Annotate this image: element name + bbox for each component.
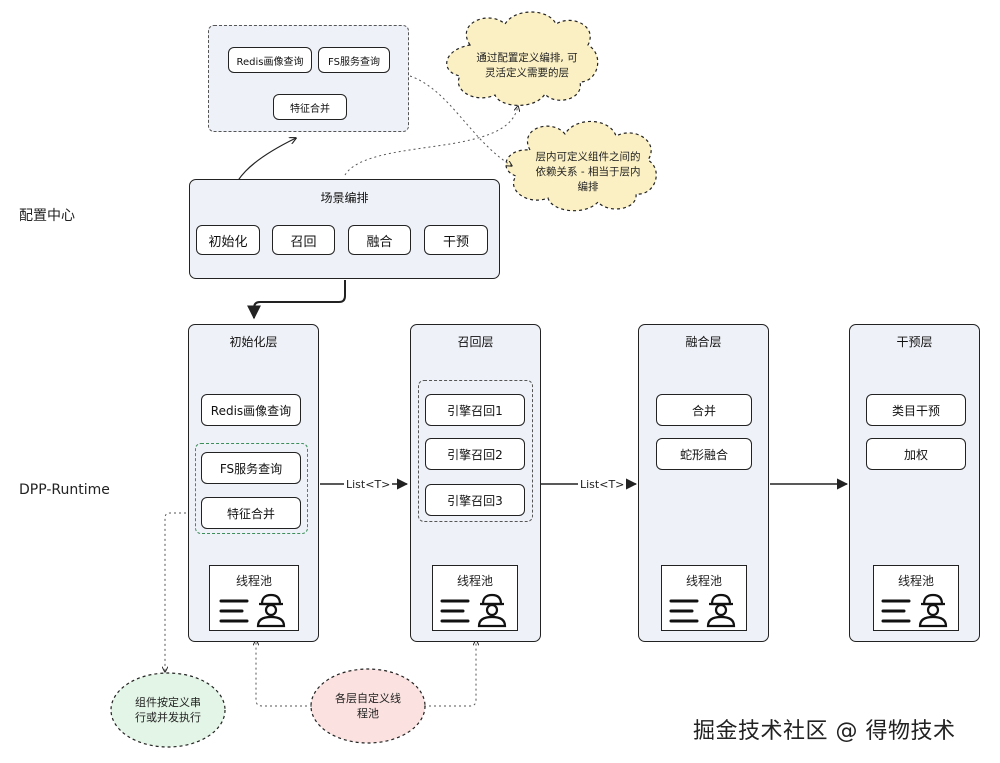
green-bubble-line1: 组件按定义串 — [135, 696, 201, 709]
intervene-weight[interactable]: 加权 — [866, 438, 966, 470]
recall-pool-label: 线程池 — [456, 574, 493, 588]
edge-label-list-2: List<T> — [578, 478, 627, 491]
scene-step-init[interactable]: 初始化 — [196, 225, 260, 255]
panel-redis-query[interactable]: Redis画像查询 — [228, 47, 312, 73]
cloud-note-1: 通过配置定义编排, 可 灵活定义需要的层 — [462, 51, 592, 81]
dotted-red-to-recall-pool — [424, 640, 476, 707]
edge-label-list-1: List<T> — [344, 478, 393, 491]
init-fs-query[interactable]: FS服务查询 — [201, 452, 301, 484]
label-dpp-runtime: DPP-Runtime — [19, 482, 110, 498]
intervene-category[interactable]: 类目干预 — [866, 394, 966, 426]
cloud-shape-1 — [446, 11, 599, 106]
cloud1-line2: 灵活定义需要的层 — [485, 67, 569, 79]
green-bubble-line2: 行或并发执行 — [135, 711, 201, 724]
cloud1-line1: 通过配置定义编排, 可 — [476, 52, 578, 64]
init-pool-label: 线程池 — [235, 574, 272, 588]
worker-icon — [881, 593, 948, 628]
worker-icon — [219, 593, 286, 628]
init-layer-title: 初始化层 — [229, 335, 278, 349]
recall-engine-3[interactable]: 引擎召回3 — [425, 484, 525, 516]
arrow-scene-to-init-layer — [247, 280, 346, 320]
scene-title: 场景编排 — [320, 191, 369, 205]
watermark: 掘金技术社区 @ 得物技术 — [693, 719, 956, 744]
label-config-center: 配置中心 — [19, 208, 75, 224]
dotted-group-to-green — [165, 512, 196, 672]
green-bubble-shape — [110, 672, 226, 748]
intervene-layer-title: 干预层 — [896, 335, 933, 349]
recall-layer-title: 召回层 — [457, 335, 494, 349]
intervene-pool-label: 线程池 — [897, 574, 934, 588]
recall-engine-1[interactable]: 引擎召回1 — [425, 394, 525, 426]
fusion-layer-title: 融合层 — [685, 335, 722, 349]
cloud-shape-2 — [505, 120, 657, 212]
init-group-dashed — [195, 443, 308, 534]
scene-step-recall[interactable]: 召回 — [272, 225, 335, 255]
scene-step-intervene[interactable]: 干预 — [424, 225, 488, 255]
recall-engine-2[interactable]: 引擎召回2 — [425, 438, 525, 470]
recall-group-dashed — [418, 380, 533, 522]
init-redis-query[interactable]: Redis画像查询 — [201, 394, 301, 426]
dotted-red-to-init-pool — [256, 640, 312, 707]
cloud2-line2: 依赖关系 - 相当于层内 — [535, 166, 641, 178]
worker-icon — [669, 593, 736, 628]
fusion-pool-label: 线程池 — [685, 574, 722, 588]
cloud2-line3: 编排 — [577, 181, 599, 193]
panel-fs-query[interactable]: FS服务查询 — [318, 47, 390, 73]
red-bubble-line1: 各层自定义线 — [335, 692, 401, 705]
curve-scene-to-cloud1 — [344, 106, 518, 176]
recall-thread-pool: 线程池 — [432, 565, 518, 631]
fusion-merge[interactable]: 合并 — [656, 394, 752, 426]
green-bubble-note: 组件按定义串 行或并发执行 — [118, 695, 218, 725]
red-bubble-note: 各层自定义线 程池 — [318, 691, 418, 721]
fusion-snake[interactable]: 蛇形融合 — [656, 438, 752, 470]
curve-panel-to-cloud2 — [409, 75, 512, 166]
cloud2-line1: 层内可定义组件之间的 — [535, 151, 641, 163]
cloud-note-2: 层内可定义组件之间的 依赖关系 - 相当于层内 编排 — [518, 150, 658, 195]
intervene-thread-pool: 线程池 — [873, 565, 959, 631]
panel-feature-merge[interactable]: 特征合并 — [273, 94, 347, 120]
fusion-thread-pool: 线程池 — [661, 565, 747, 631]
worker-icon — [440, 593, 507, 628]
red-bubble-line2: 程池 — [357, 707, 379, 720]
init-thread-pool: 线程池 — [209, 565, 299, 631]
init-feature-merge[interactable]: 特征合并 — [201, 497, 301, 529]
scene-step-fusion[interactable]: 融合 — [348, 225, 411, 255]
